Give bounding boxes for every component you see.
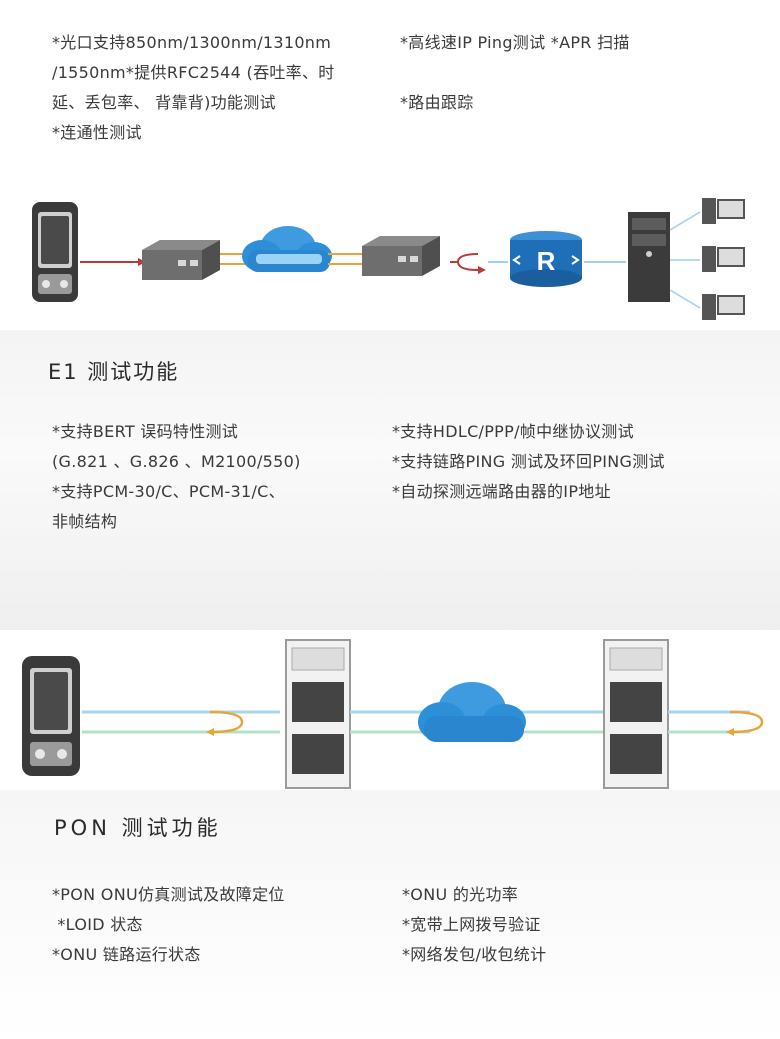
ip-feature-line bbox=[400, 58, 630, 88]
e1-background bbox=[0, 330, 780, 630]
handheld-tester-icon bbox=[32, 202, 78, 302]
e1-feature-line: 非帧结构 bbox=[52, 512, 118, 531]
e1-feature-line: *支持BERT 误码特性测试 bbox=[52, 422, 239, 441]
pon-feature-line: *宽带上网拨号验证 bbox=[402, 915, 541, 934]
computer-icon bbox=[702, 246, 745, 272]
computer-icon bbox=[702, 294, 745, 320]
ip-feature-line: 延、丢包率、 背靠背)功能测试 bbox=[52, 93, 276, 112]
cloud-icon bbox=[242, 226, 332, 272]
e1-feature-line: *支持PCM-30/C、PCM-31/C、 bbox=[52, 482, 285, 501]
pon-feature-line: *ONU 链路运行状态 bbox=[52, 945, 201, 964]
router-label: R bbox=[537, 246, 556, 276]
pon-features-left: *PON ONU仿真测试及故障定位 *LOID 状态 *ONU 链路运行状态 bbox=[52, 880, 285, 970]
pon-section-title: PON 测试功能 bbox=[54, 816, 222, 840]
server-icon bbox=[628, 212, 670, 302]
e1-features-left: *支持BERT 误码特性测试 (G.821 、G.826 、M2100/550)… bbox=[52, 417, 301, 537]
olt-rack-icon bbox=[285, 639, 351, 789]
ip-feature-line: *路由跟踪 bbox=[400, 93, 474, 112]
e1-feature-line: *自动探测远端路由器的IP地址 bbox=[392, 482, 611, 501]
e1-features-right: *支持HDLC/PPP/帧中继协议测试 *支持链路PING 测试及环回PING测… bbox=[392, 417, 665, 507]
ip-feature-line: *高线速IP Ping测试 *APR 扫描 bbox=[400, 33, 630, 52]
pon-feature-line: *PON ONU仿真测试及故障定位 bbox=[52, 885, 285, 904]
ip-topology-diagram: R bbox=[10, 190, 780, 330]
cloud-icon bbox=[418, 682, 526, 742]
e1-section-title: E1 测试功能 bbox=[48, 360, 180, 384]
computer-icon bbox=[702, 198, 745, 224]
olt-rack-icon bbox=[603, 639, 669, 789]
ip-features-left: *光口支持850nm/1300nm/1310nm /1550nm*提供RFC25… bbox=[52, 28, 335, 148]
ip-features-right: *高线速IP Ping测试 *APR 扫描 *路由跟踪 bbox=[400, 28, 630, 118]
media-converter-icon bbox=[362, 236, 440, 276]
top-background bbox=[0, 0, 780, 190]
pon-background bbox=[0, 790, 780, 1039]
pon-feature-line: *LOID 状态 bbox=[52, 915, 143, 934]
pon-features-right: *ONU 的光功率 *宽带上网拨号验证 *网络发包/收包统计 bbox=[402, 880, 546, 970]
pon-topology-diagram bbox=[10, 630, 780, 790]
e1-feature-line: (G.821 、G.826 、M2100/550) bbox=[52, 452, 301, 471]
pon-feature-line: *ONU 的光功率 bbox=[402, 885, 519, 904]
handheld-tester-icon bbox=[22, 656, 80, 776]
pon-feature-line: *网络发包/收包统计 bbox=[402, 945, 547, 964]
e1-feature-line: *支持HDLC/PPP/帧中继协议测试 bbox=[392, 422, 634, 441]
ip-feature-line: /1550nm*提供RFC2544 (吞吐率、时 bbox=[52, 63, 335, 82]
e1-feature-line: *支持链路PING 测试及环回PING测试 bbox=[392, 452, 665, 471]
router-icon: R bbox=[510, 231, 582, 287]
media-converter-icon bbox=[142, 240, 220, 280]
ip-feature-line: *连通性测试 bbox=[52, 123, 142, 142]
ip-feature-line: *光口支持850nm/1300nm/1310nm bbox=[52, 33, 332, 52]
